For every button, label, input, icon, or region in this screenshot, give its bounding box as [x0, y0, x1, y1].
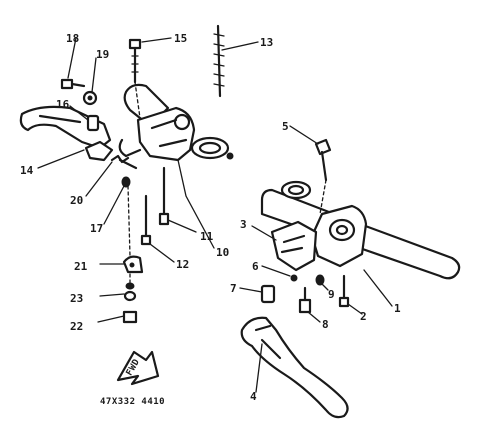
clutch-cable: [216, 24, 222, 98]
callout-2: 2: [360, 310, 367, 323]
callout-22: 22: [70, 320, 83, 333]
left-lever-holder: [136, 106, 196, 162]
callout-15: 15: [174, 32, 187, 45]
diagram-code: 47X332 4410: [100, 397, 165, 407]
callout-9: 9: [328, 288, 335, 301]
left-clamp-ring: [190, 136, 230, 160]
callout-21: 21: [74, 260, 88, 273]
left-clutch-lever-assembly: [19, 24, 234, 324]
callout-6: 6: [252, 260, 259, 273]
callout-17: 17: [90, 222, 103, 235]
callout-10: 10: [216, 246, 229, 259]
front-direction-arrow-icon: FWD: [116, 350, 160, 386]
callout-20: 20: [70, 194, 83, 207]
callout-11: 11: [200, 230, 214, 243]
right-lever-holder: [270, 220, 318, 272]
callout-4: 4: [250, 390, 257, 403]
callout-23: 23: [70, 292, 83, 305]
leader-lines: [37, 37, 393, 393]
right-front-brake-lever-assembly: FWD: [116, 138, 461, 419]
callout-12: 12: [176, 258, 189, 271]
callout-19: 19: [96, 48, 109, 61]
callout-16: 16: [56, 98, 70, 111]
callout-13: 13: [260, 36, 273, 49]
right-brake-lever: [240, 316, 349, 419]
callout-7: 7: [230, 282, 237, 295]
callout-1: 1: [394, 302, 401, 315]
callout-8: 8: [322, 318, 329, 331]
callout-5: 5: [282, 120, 289, 133]
callout-14: 14: [20, 164, 34, 177]
callout-3: 3: [240, 218, 247, 231]
callout-numbers: 18 19 15 13 16 14 20 17 11 12 10 21 23 2…: [20, 32, 401, 403]
callout-18: 18: [66, 32, 79, 45]
